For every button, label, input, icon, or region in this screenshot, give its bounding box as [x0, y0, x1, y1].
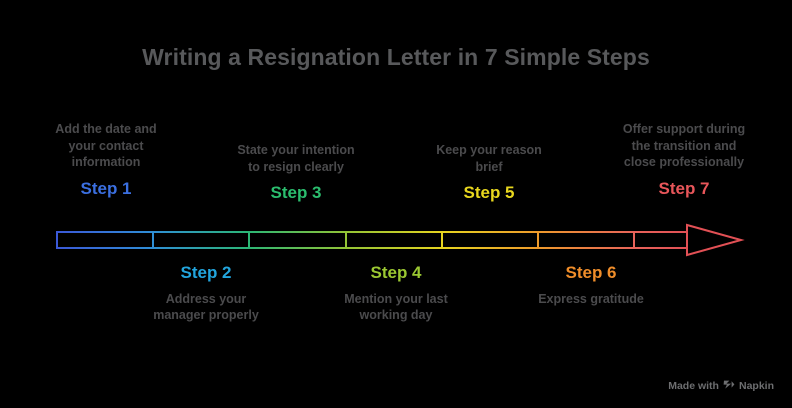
step-label-3: Step 3 [270, 183, 322, 202]
step-label-2: Step 2 [180, 263, 232, 282]
timeline-segment-6 [537, 231, 635, 249]
step-group-6: Step 6 Express gratitude [501, 263, 681, 308]
step-group-1: Add the date and your contact informatio… [16, 121, 196, 198]
step-description-7: Offer support during the transition and … [594, 121, 774, 171]
timeline-segment-2 [152, 231, 250, 249]
timeline-segment-4 [345, 231, 443, 249]
step-description-6: Express gratitude [501, 291, 681, 308]
step-label-6: Step 6 [565, 263, 617, 282]
step-desc-line: to resign clearly [248, 159, 344, 174]
step-description-2: Address your manager properly [116, 291, 296, 324]
step-description-4: Mention your last working day [306, 291, 486, 324]
step-group-7: Offer support during the transition and … [594, 121, 774, 198]
step-desc-line: State your intention [237, 143, 355, 157]
step-desc-line: brief [475, 159, 503, 174]
step-label-4: Step 4 [370, 263, 422, 282]
step-label-1: Step 1 [80, 178, 132, 198]
arrow-head-icon [686, 223, 745, 257]
step-desc-line: information [71, 155, 141, 169]
timeline-arrow-bar [56, 223, 745, 257]
step-group-3: State your intention to resign clearly S… [206, 142, 386, 203]
step-desc-line: working day [359, 308, 433, 323]
step-desc-line: your contact [68, 138, 144, 153]
watermark-prefix: Made with [668, 380, 719, 392]
step-desc-line: Add the date and [55, 122, 157, 136]
watermark-brand: Napkin [738, 380, 774, 392]
step-desc-line: Express gratitude [538, 291, 644, 306]
step-desc-line: Address your [165, 291, 247, 306]
step-description-3: State your intention to resign clearly [206, 142, 386, 175]
step-desc-line: close professionally [623, 155, 745, 169]
step-label-5: Step 5 [463, 183, 515, 202]
timeline-segment-1 [56, 231, 154, 249]
timeline-segment-7 [633, 231, 688, 249]
step-desc-line: manager properly [153, 308, 259, 323]
timeline-segment-5 [441, 231, 539, 249]
napkin-watermark[interactable]: Made with Napkin [668, 379, 774, 393]
napkin-logo-icon [723, 379, 735, 393]
step-group-2: Step 2 Address your manager properly [116, 263, 296, 324]
page-title: Writing a Resignation Letter in 7 Simple… [142, 44, 650, 70]
step-description-1: Add the date and your contact informatio… [16, 121, 196, 171]
step-desc-line: Mention your last [344, 291, 448, 306]
step-desc-line: Offer support during [622, 122, 746, 136]
step-desc-line: the transition and [631, 138, 737, 153]
step-label-7: Step 7 [658, 178, 710, 198]
step-description-5: Keep your reason brief [399, 142, 579, 175]
step-group-4: Step 4 Mention your last working day [306, 263, 486, 324]
step-desc-line: Keep your reason [436, 143, 542, 157]
timeline-segment-3 [248, 231, 347, 249]
step-group-5: Keep your reason brief Step 5 [399, 142, 579, 203]
